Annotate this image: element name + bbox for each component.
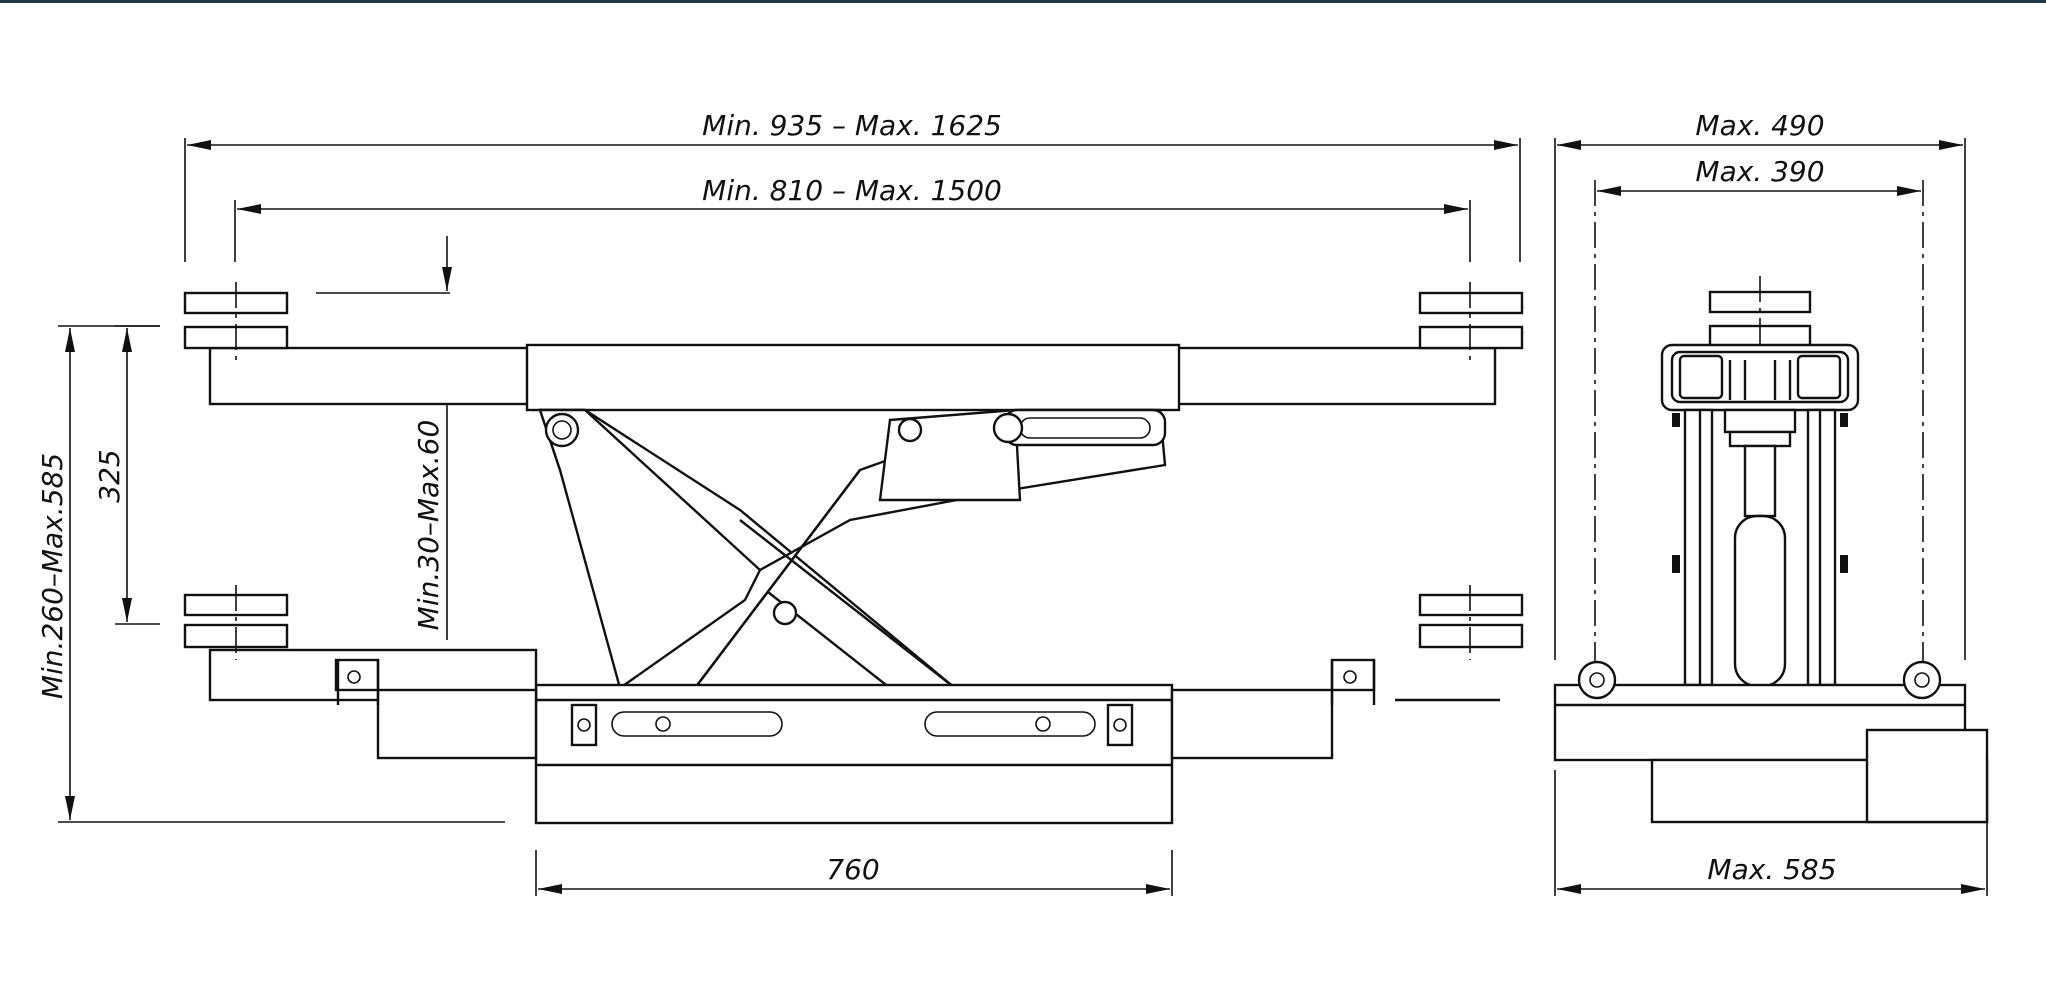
dim-side-inner-width: Max. 390 <box>1594 155 1924 720</box>
upper-arm-beam <box>208 343 1497 412</box>
pad-adjust-label: Min.30–Max.60 <box>412 420 445 631</box>
dim-pad-adjust: Min.30–Max.60 <box>316 236 452 640</box>
side-outer-width-label: Max. 490 <box>1695 109 1824 142</box>
side-inner-width-label: Max. 390 <box>1695 155 1824 188</box>
dim-side-base-width: Max. 585 <box>1554 740 1988 896</box>
stroke-label: 325 <box>93 449 126 502</box>
front-view: Min. 935 – Max. 1625 Min. 810 – Max. 150… <box>36 109 1524 896</box>
dim-pad-center-span: Min. 810 – Max. 1500 <box>234 174 1471 262</box>
side-base <box>1553 660 1989 824</box>
side-columns <box>1672 408 1848 688</box>
scissor-mechanism <box>538 408 1167 690</box>
dim-side-outer-width: Max. 490 <box>1554 109 1966 660</box>
dim-base-width: 760 <box>535 850 1173 896</box>
upper-right-pad <box>1418 282 1524 360</box>
base-width-label: 760 <box>826 853 879 886</box>
side-base-width-label: Max. 585 <box>1707 853 1836 886</box>
pad-center-span-label: Min. 810 – Max. 1500 <box>702 174 1002 207</box>
side-view: Max. 490 Max. 390 Max. 585 <box>1553 109 1989 896</box>
lower-right-rail <box>1170 585 1524 760</box>
lift-base <box>534 683 1174 825</box>
upper-left-pad <box>183 282 289 360</box>
top-border-bar <box>0 0 2046 3</box>
dim-overall-arm-span: Min. 935 – Max. 1625 <box>184 109 1521 262</box>
dim-stroke: 325 <box>93 325 160 625</box>
side-lift-head <box>1660 276 1860 412</box>
lift-height-label: Min.260–Max.585 <box>36 453 69 699</box>
overall-arm-span-label: Min. 935 – Max. 1625 <box>702 109 1002 142</box>
lower-left-rail <box>183 585 538 760</box>
